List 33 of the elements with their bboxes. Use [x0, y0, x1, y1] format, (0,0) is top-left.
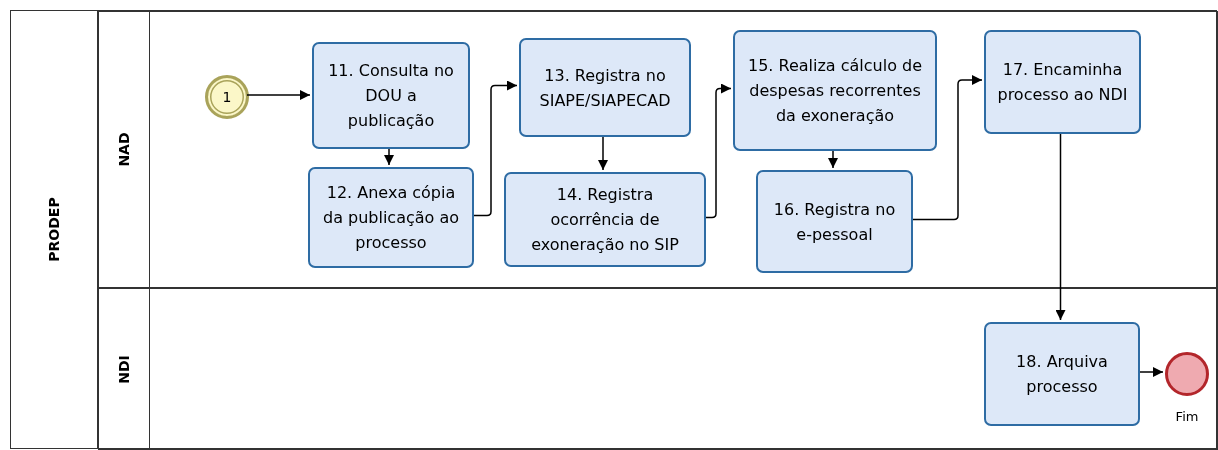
arrow [1055, 131, 1066, 321]
task-box [756, 170, 913, 273]
arrow [1137, 367, 1164, 377]
task-box [312, 42, 470, 149]
task-box [519, 38, 691, 137]
arrow [703, 83, 732, 219]
task-box [504, 172, 706, 267]
task-label: 14. Registra ocorrência de exoneração no SIP [530, 184, 680, 256]
arrow [384, 146, 394, 166]
event-number: 1 [222, 87, 232, 107]
pool-label: PRODEP [44, 197, 63, 262]
arrow [828, 148, 838, 169]
swimlane [98, 288, 1218, 450]
task-label: 17. Encaminha processo ao NDI [996, 59, 1129, 106]
arrow [471, 80, 518, 217]
task-box [733, 30, 937, 151]
task-label: 18. Arquiva processo [1015, 351, 1109, 398]
task-label: 11. Consulta no DOU a publicação [327, 60, 455, 132]
task-box [984, 322, 1140, 426]
arrow [598, 134, 608, 171]
task-label: 15. Realiza cálculo de despesas recorrentes da exoneração [746, 55, 924, 127]
swimlane [98, 11, 1218, 288]
lane-label: NAD [114, 132, 133, 167]
task-box [984, 30, 1141, 134]
pool [10, 10, 1217, 449]
task-label: 13. Registra no SIAPE/SIAPECAD [538, 64, 672, 112]
arrow [910, 75, 983, 221]
arrow [246, 90, 311, 100]
lane-label: NDI [114, 354, 133, 384]
task-box [308, 167, 474, 268]
event-caption: Fim [1175, 408, 1199, 426]
task-label: 16. Registra no e-pessoal [772, 198, 897, 246]
task-label: 12. Anexa cópia da publicação ao processo [321, 182, 461, 254]
